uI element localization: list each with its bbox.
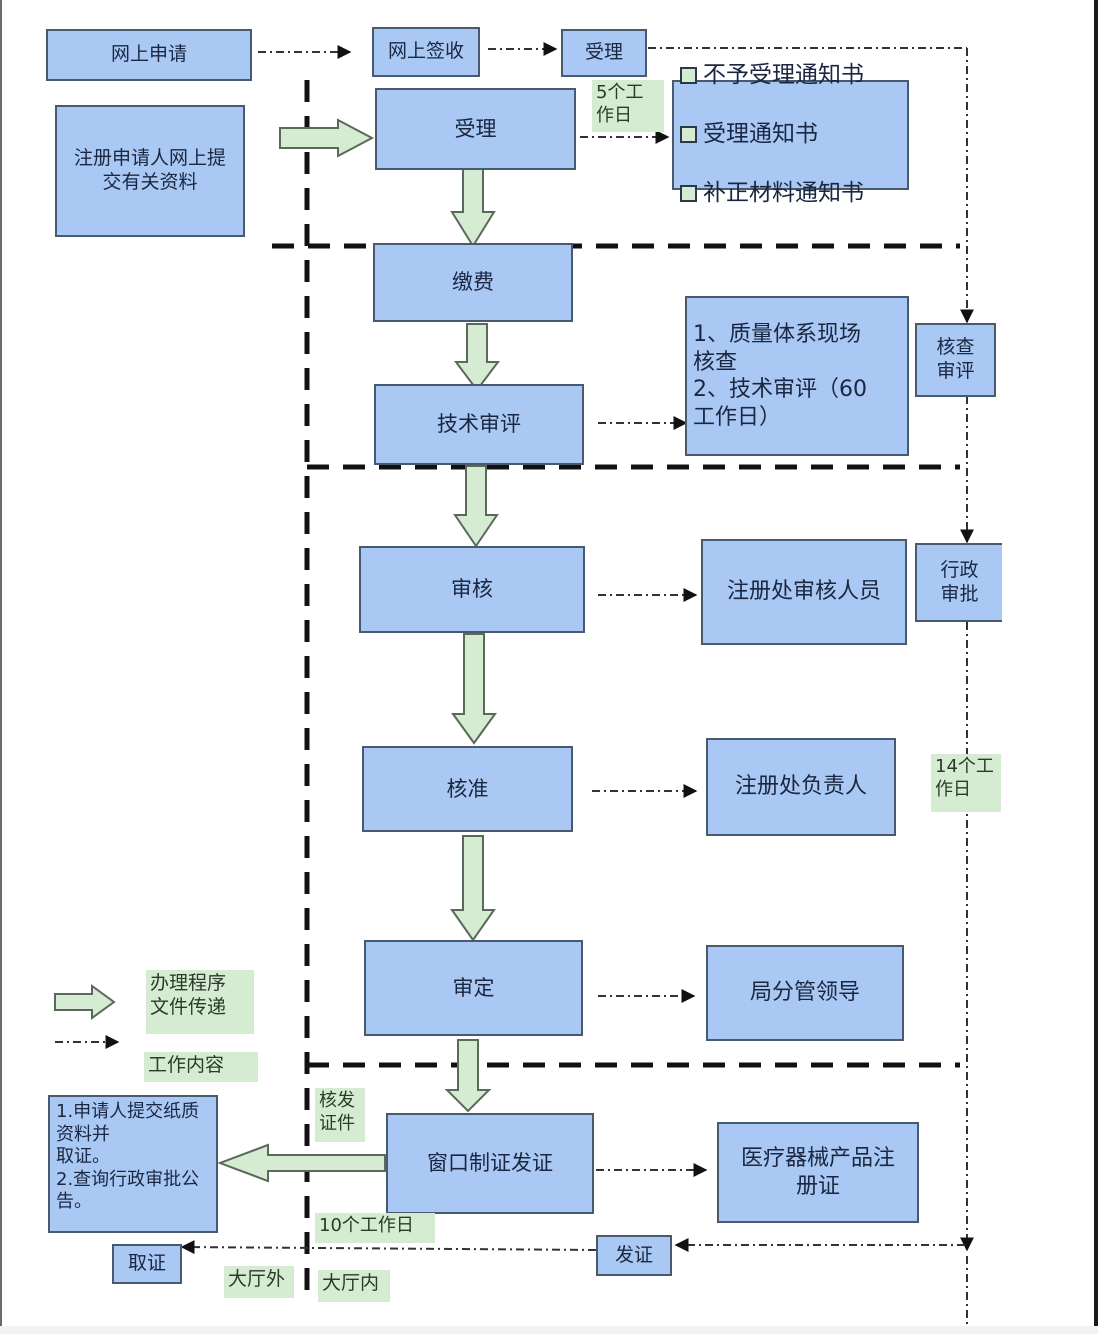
- block-arrow-window-to-pickup: [217, 1143, 386, 1183]
- arrow-issue-to-collect: [180, 1240, 597, 1255]
- accept-small-box: 受理: [561, 29, 647, 77]
- outside-hall-label: 大厅外: [224, 1266, 294, 1298]
- accept-notices-box: 不予受理通知书 受理通知书 补正材料通知书: [672, 62, 909, 206]
- legend-block-arrow: [54, 984, 116, 1020]
- applicant-submit-box: 注册申请人网上提 交有关资料: [55, 105, 245, 237]
- block-arrow-applicant-to-accept: [279, 118, 375, 158]
- notice-item: 受理通知书: [680, 120, 864, 150]
- step-window-issue: 窗口制证发证: [386, 1113, 594, 1214]
- block-arrow-decide-to-window: [444, 1039, 492, 1113]
- tech-review-detail-box: 1、质量体系现场 核查 2、技术审评（60 工作日）: [685, 296, 909, 456]
- checkbox-icon: [680, 184, 697, 202]
- checkbox-icon: [680, 126, 697, 144]
- step-decide: 审定: [364, 940, 583, 1036]
- block-arrow-accept-to-payment: [450, 167, 496, 248]
- notice-item: 不予受理通知书: [680, 61, 864, 91]
- issue-certificate-box: 发证: [596, 1235, 672, 1276]
- approve-head-box: 注册处负责人: [706, 738, 896, 836]
- accept-notices-list: 不予受理通知书 受理通知书 补正材料通知书: [680, 33, 864, 238]
- frame-left-border: [0, 0, 2, 1334]
- checkbox-icon: [680, 67, 697, 85]
- frame-right-border: [1094, 0, 1098, 1334]
- step-audit: 审核: [359, 546, 585, 633]
- step-payment: 缴费: [373, 243, 573, 322]
- admin-approval-box: 行政 审批: [915, 543, 1002, 622]
- block-arrow-payment-to-tech: [454, 323, 500, 392]
- days-14-note: 14个工 作日: [931, 754, 1001, 812]
- audit-staff-box: 注册处审核人员: [701, 539, 907, 645]
- collect-certificate-box: 取证: [112, 1244, 182, 1284]
- certificate-box: 医疗器械产品注 册证: [717, 1122, 919, 1223]
- legend-dash-arrow-label: 工作内容: [144, 1052, 258, 1082]
- frame-bottom-border: [0, 1326, 1098, 1334]
- pickup-instructions-box: 1.申请人提交纸质 资料并 取证。 2.查询行政审批公 告。: [48, 1095, 218, 1233]
- issue-docs-note: 核发 证件: [315, 1088, 365, 1142]
- days-5-note: 5个工 作日: [592, 80, 664, 132]
- decide-leader-box: 局分管领导: [706, 945, 904, 1041]
- inside-hall-label: 大厅内: [318, 1270, 390, 1302]
- check-review-box: 核查 审评: [915, 323, 996, 397]
- step-accept: 受理: [375, 88, 576, 170]
- notice-item: 补正材料通知书: [680, 179, 864, 209]
- block-arrow-tech-to-audit: [453, 465, 499, 548]
- days-10-note: 10个工作日: [315, 1213, 435, 1243]
- online-receive-box: 网上签收: [372, 27, 480, 77]
- block-arrow-audit-to-approve: [451, 633, 497, 745]
- block-arrow-approve-to-decide: [450, 835, 496, 942]
- online-apply-box: 网上申请: [46, 29, 252, 81]
- legend-block-arrow-label: 办理程序 文件传递: [146, 970, 254, 1034]
- step-approve: 核准: [362, 746, 573, 832]
- step-tech-review: 技术审评: [374, 384, 584, 465]
